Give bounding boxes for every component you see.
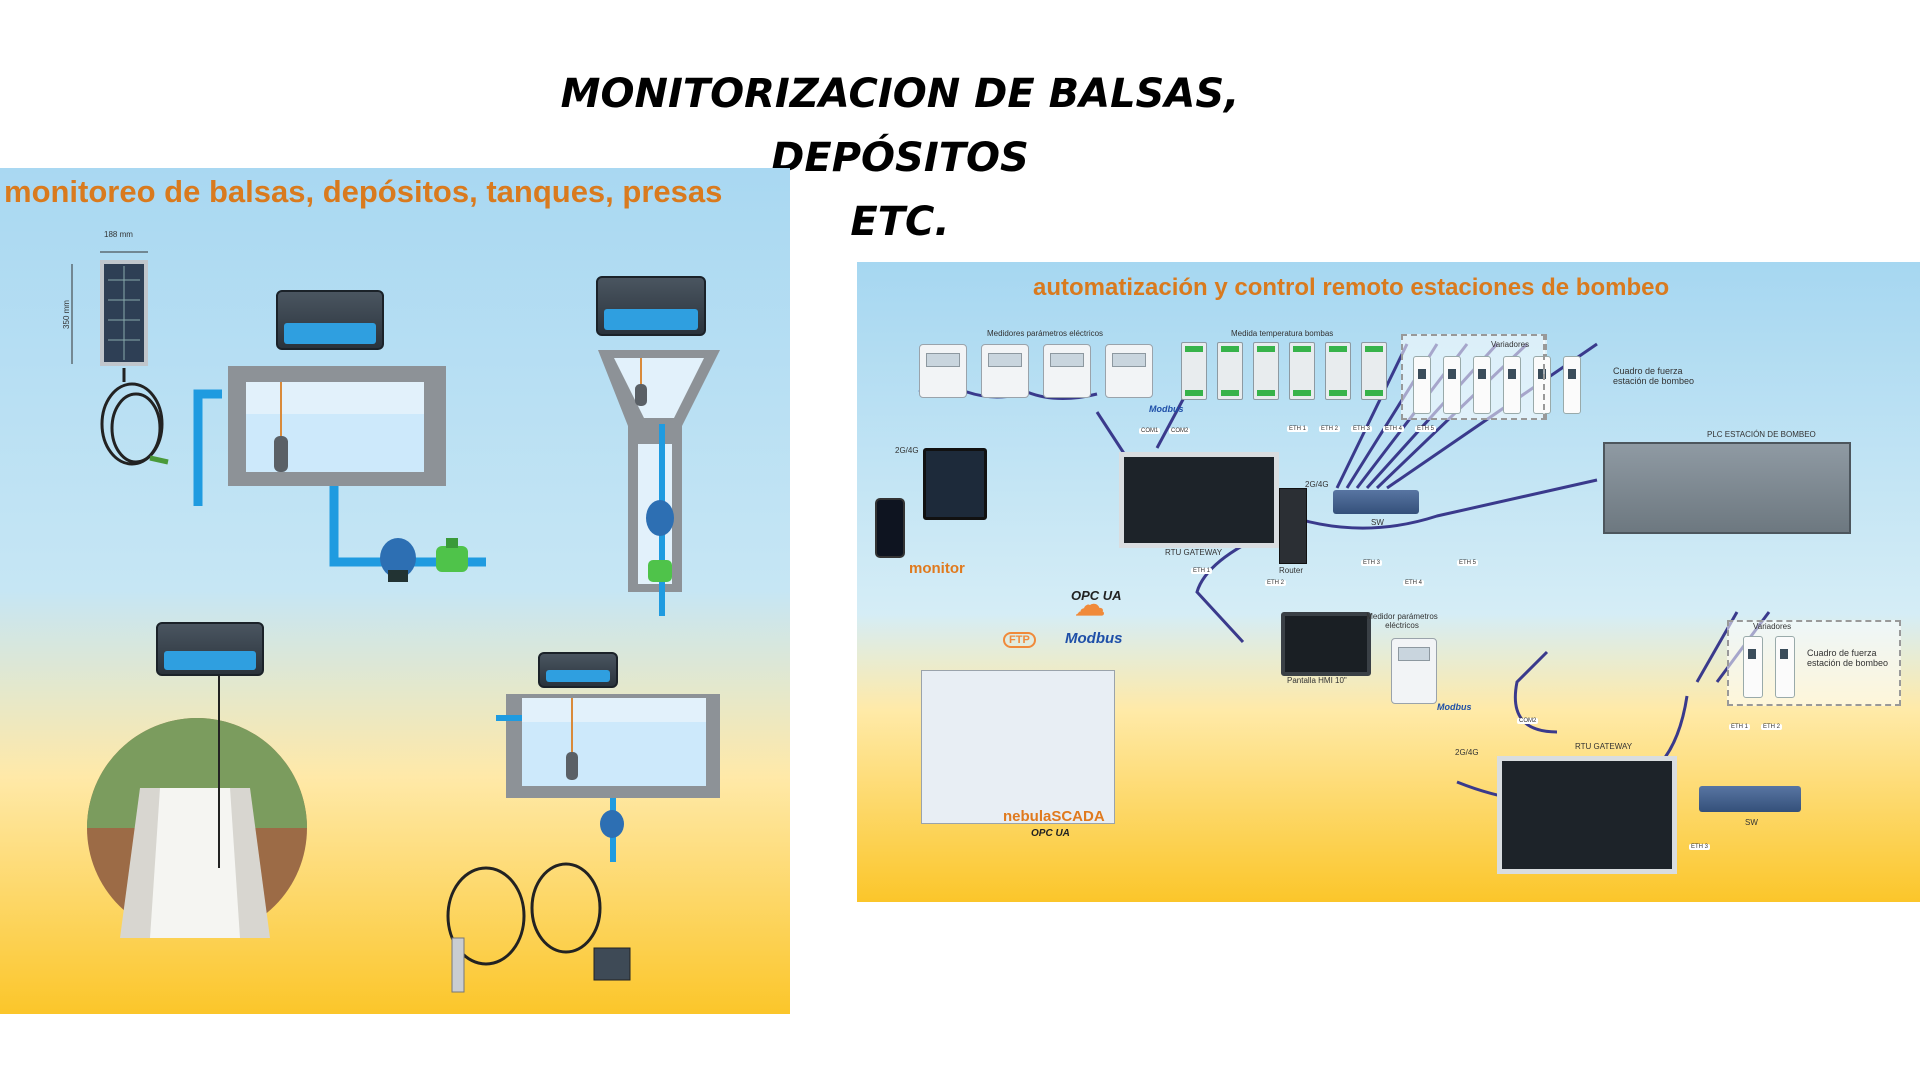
plc-label: PLC ESTACIÓN DE BOMBEO <box>1707 430 1816 439</box>
cable-coil-icon <box>100 368 169 466</box>
signal-label-1: 2G/4G <box>895 446 919 455</box>
meter-2 <box>981 344 1029 398</box>
slide-title-line1: MONITORIZACION DE BALSAS, DEPÓSITOS <box>560 71 1240 181</box>
left-panel-heading: monitoreo de balsas, depósitos, tanques,… <box>4 174 723 209</box>
right-panel-heading: automatización y control remoto estacion… <box>1033 274 1670 301</box>
temp-module-4 <box>1289 342 1315 400</box>
opc-ua-logo-2: OPC UA <box>1031 828 1070 839</box>
slide-title-line2: ETC. <box>850 199 950 245</box>
dam-photo <box>87 638 307 938</box>
rtu-gateway-top <box>1119 452 1279 548</box>
eth-tag: ETH 4 <box>1403 580 1425 586</box>
reservoir-monitoring-diagram: monitoreo de balsas, depósitos, tanques,… <box>0 168 790 1014</box>
dimension-width-label: 188 mm <box>104 230 133 239</box>
panel-top-label: Cuadro de fuerza estación de bombeo <box>1613 366 1695 386</box>
temp-module-5 <box>1325 342 1351 400</box>
scada-label: nebulaSCADA <box>1003 808 1105 825</box>
scada-screenshot <box>921 670 1115 824</box>
eth-tag: ETH 3 <box>1689 844 1711 850</box>
rtu-gateway-bottom <box>1497 756 1677 874</box>
tank-2 <box>496 694 720 862</box>
switch-top-label: SW <box>1371 518 1384 527</box>
router-label: Router <box>1279 566 1304 575</box>
drive-bottom-2 <box>1775 636 1795 698</box>
reservoir-drawing <box>71 251 720 993</box>
telemetry-device-3 <box>156 622 264 676</box>
temp-module-1 <box>1181 342 1207 400</box>
eth-tag: ETH 2 <box>1265 580 1287 586</box>
eth-tag: ETH 2 <box>1761 724 1783 730</box>
signal-label-2: 2G/4G <box>1305 480 1329 489</box>
telemetry-device-1 <box>276 290 384 350</box>
drive-1 <box>1413 356 1431 414</box>
drives-box-divider <box>1543 334 1545 420</box>
eth-tag: ETH 3 <box>1351 426 1373 432</box>
meter-3 <box>1043 344 1091 398</box>
phone-icon <box>875 498 905 558</box>
switch-bottom-label: SW <box>1745 818 1758 827</box>
telemetry-device-4 <box>538 652 618 688</box>
pumping-station-diagram: automatización y control remoto estacion… <box>857 262 1920 902</box>
dimension-height-label: 350 mm <box>61 300 71 329</box>
modbus-logo: Modbus <box>1065 630 1123 647</box>
temp-module-6 <box>1361 342 1387 400</box>
telemetry-device-2 <box>596 276 706 336</box>
com-tag: COM1 <box>1139 428 1161 434</box>
meter-bottom-label: Medidor parámetros eléctricos <box>1366 612 1438 630</box>
eth-tag: ETH 5 <box>1415 426 1437 432</box>
eth-tag: ETH 5 <box>1457 560 1479 566</box>
router-device <box>1279 488 1307 564</box>
temp-module-3 <box>1253 342 1279 400</box>
com-tag: COM2 <box>1517 718 1539 724</box>
eth-tag: ETH 1 <box>1191 568 1213 574</box>
drive-5 <box>1533 356 1551 414</box>
tank-1 <box>193 366 486 567</box>
pressure-sensor-icon <box>446 862 631 993</box>
meter-4 <box>1105 344 1153 398</box>
panel-bottom-label: Cuadro de fuerza estación de bombeo <box>1807 648 1889 668</box>
drive-bottom-1 <box>1743 636 1763 698</box>
signal-label-3: 2G/4G <box>1455 748 1479 757</box>
solar-panel-icon <box>71 251 148 366</box>
switch-bottom <box>1699 786 1801 812</box>
meter-1 <box>919 344 967 398</box>
eth-tag: ETH 4 <box>1383 426 1405 432</box>
valve-icon <box>436 538 468 572</box>
drives-top-label: Variadores <box>1491 340 1530 349</box>
rtu-bottom-label: RTU GATEWAY <box>1575 742 1633 751</box>
drive-2 <box>1443 356 1461 414</box>
eth-tag: ETH 1 <box>1287 426 1309 432</box>
tablet-icon <box>923 448 987 520</box>
drives-bottom-label: Variadores <box>1753 622 1792 631</box>
ftp-logo: FTP <box>1003 632 1036 648</box>
hmi-screen <box>1281 612 1371 676</box>
water-meter-icon <box>380 538 416 582</box>
drive-6 <box>1563 356 1581 414</box>
temp-module-2 <box>1217 342 1243 400</box>
temps-label: Medida temperatura bombas <box>1231 329 1334 338</box>
drive-3 <box>1473 356 1491 414</box>
meters-label: Medidores parámetros eléctricos <box>987 329 1104 338</box>
meter-bottom <box>1391 638 1437 704</box>
eth-tag: ETH 2 <box>1319 426 1341 432</box>
eth-tag: ETH 1 <box>1729 724 1751 730</box>
modbus-small-logo-1: Modbus <box>1149 404 1184 414</box>
plc-rack <box>1603 442 1851 534</box>
drive-4 <box>1503 356 1521 414</box>
hmi-label: Pantalla HMI 10" <box>1287 676 1347 685</box>
switch-top <box>1333 490 1419 514</box>
rtu-top-label: RTU GATEWAY <box>1165 548 1223 557</box>
cloud-icon: ☁ <box>1075 589 1105 622</box>
opc-ua-logo-1: OPC UA <box>1071 588 1122 603</box>
monitor-label: monitor <box>909 560 965 577</box>
eth-tag: ETH 3 <box>1361 560 1383 566</box>
com-tag: COM2 <box>1169 428 1191 434</box>
modbus-small-logo-2: Modbus <box>1437 702 1472 712</box>
slide-title: MONITORIZACION DE BALSAS, DEPÓSITOS ETC. <box>440 62 1360 254</box>
funnel-tank <box>598 350 720 616</box>
